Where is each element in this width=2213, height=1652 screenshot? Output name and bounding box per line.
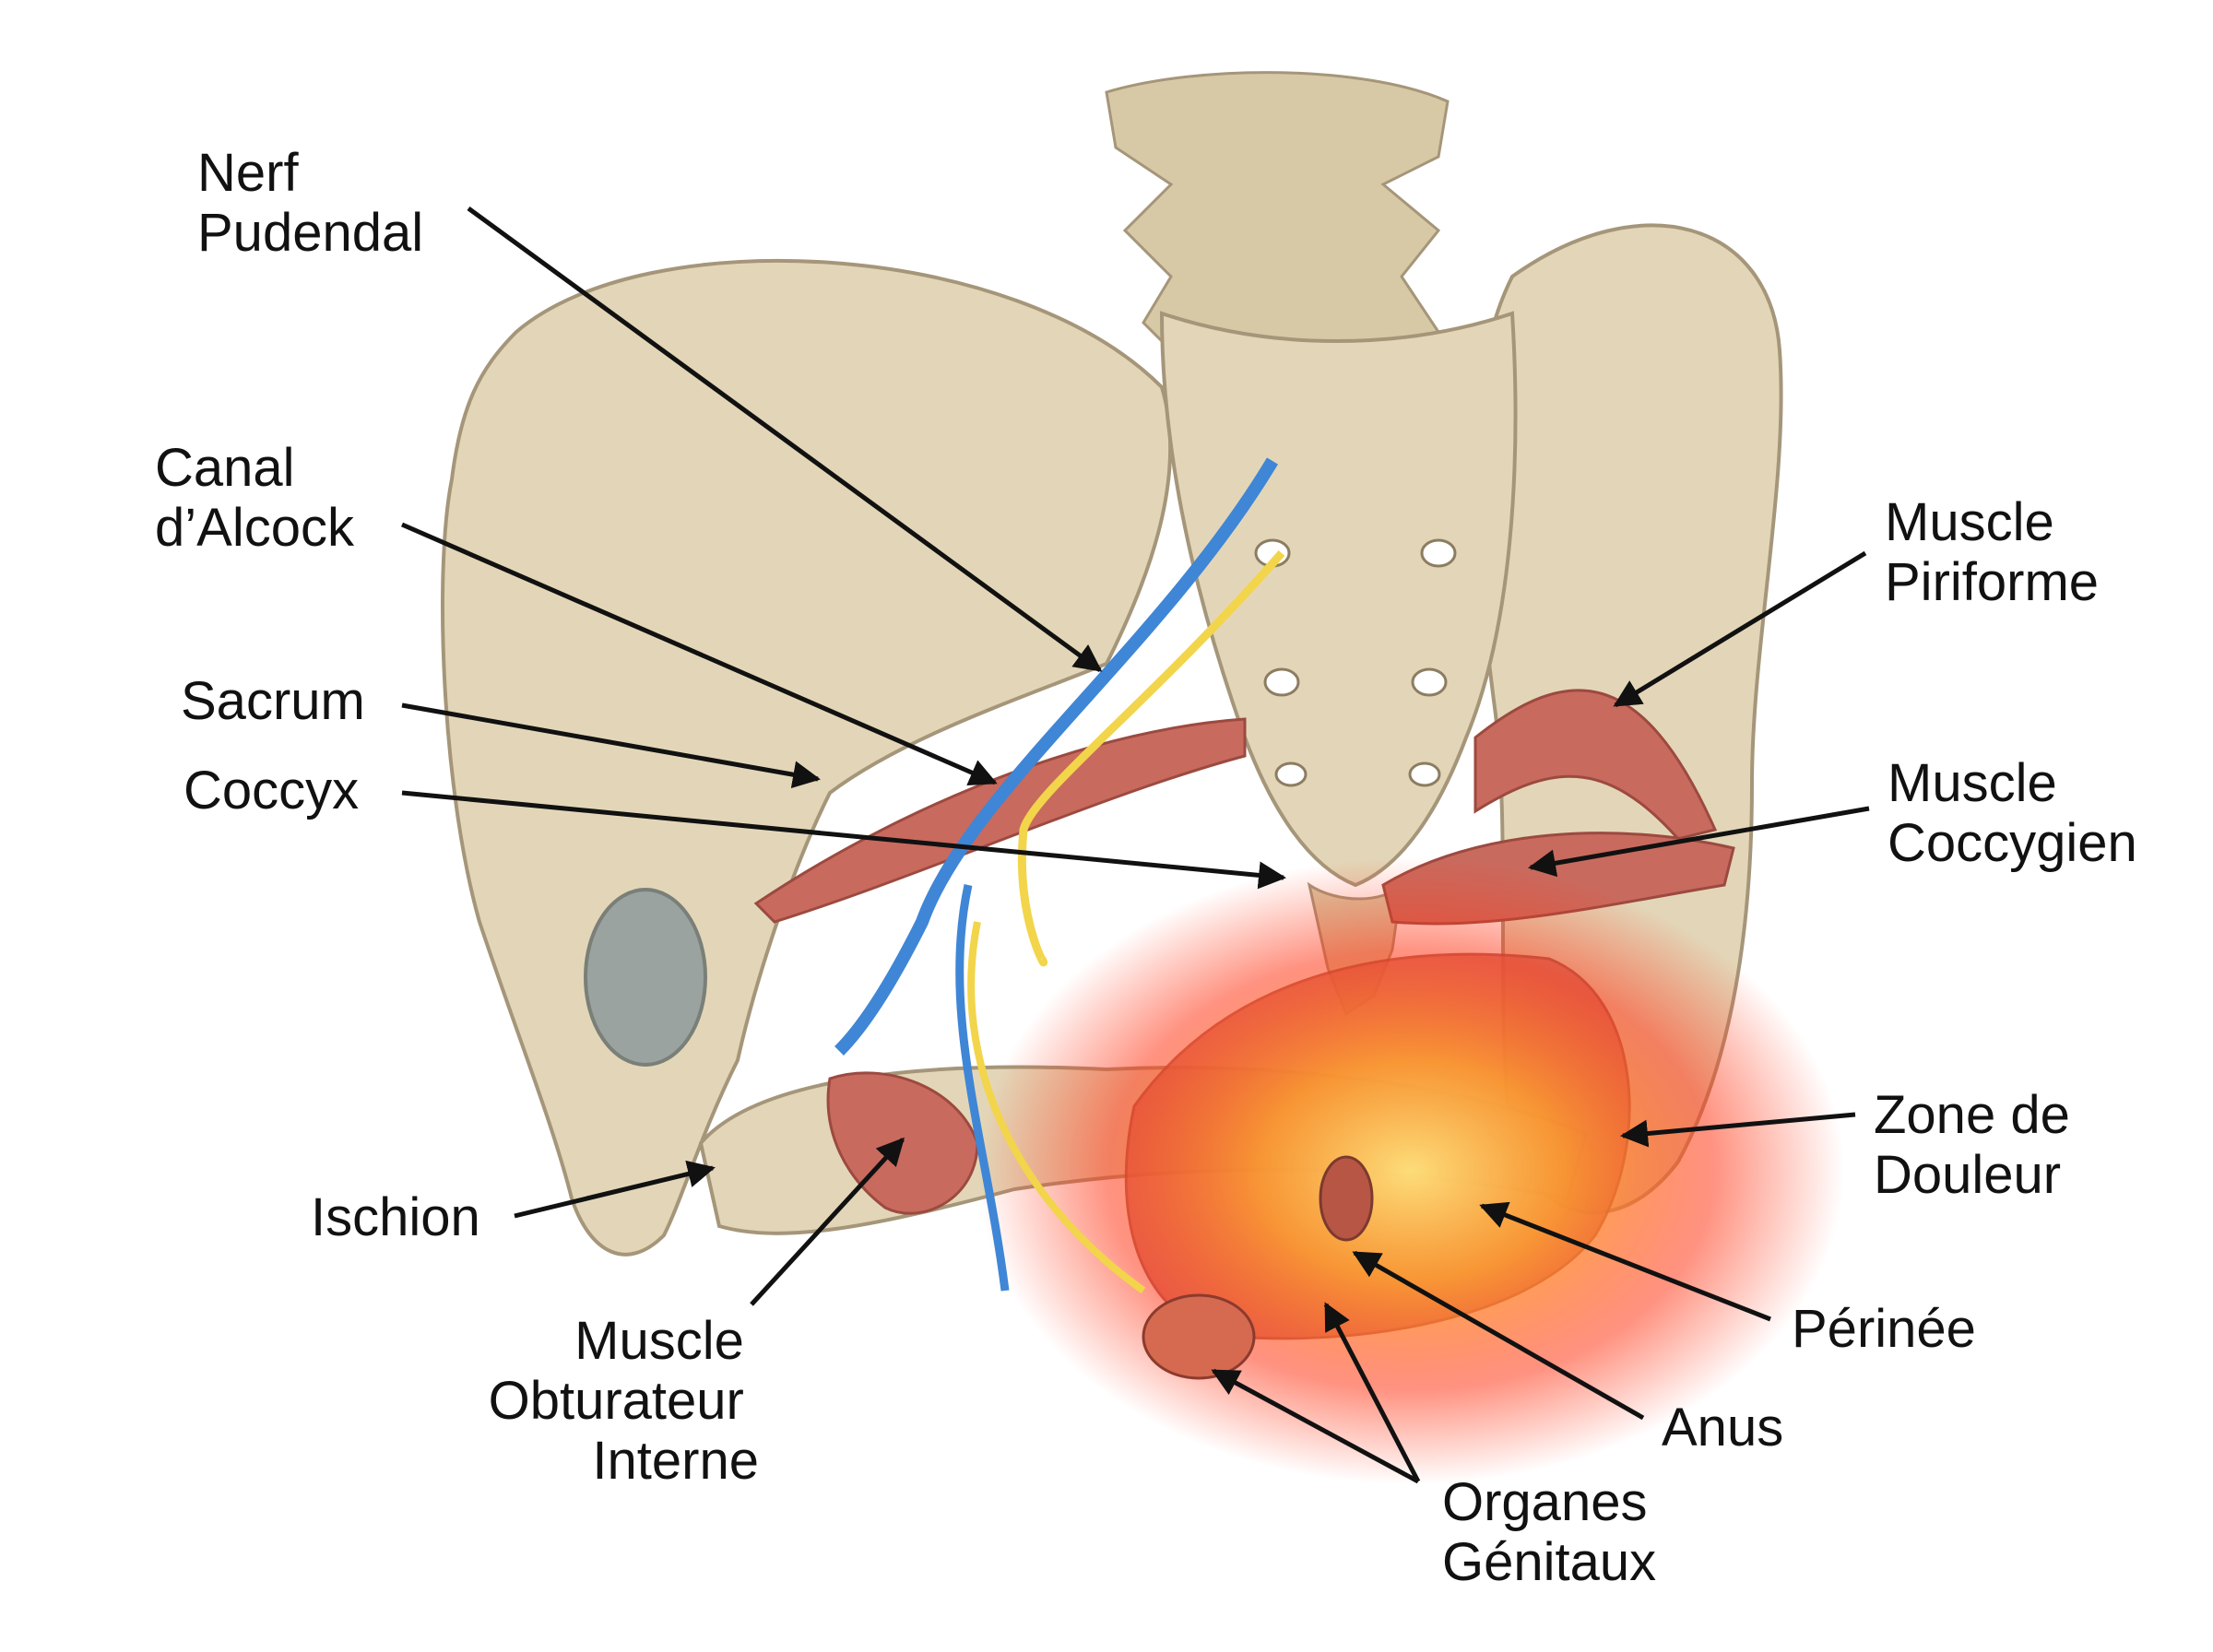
- pudendal-nerve-blue: [834, 457, 1279, 1056]
- label-anus: Anus: [1662, 1398, 1783, 1457]
- label-obturateur: Muscle Obturateur Interne: [489, 1311, 759, 1491]
- labels: Nerf Pudendal Canal d’Alcock Sacrum Cocc…: [155, 143, 2137, 1592]
- pain-zone-glow: [977, 857, 1844, 1484]
- arrow-canal-alcock: [401, 522, 998, 785]
- label-coccyx: Coccyx: [183, 761, 359, 820]
- arrow-ischion: [514, 1160, 716, 1219]
- label-ischion: Ischion: [311, 1187, 480, 1247]
- arrow-perinee: [1479, 1201, 1771, 1322]
- arrow-organes-2: [1211, 1368, 1420, 1484]
- genital-organs: [1142, 1293, 1256, 1380]
- pelvis-illustration: [441, 71, 1844, 1484]
- label-piriforme: Muscle Piriforme: [1885, 492, 2099, 612]
- piriformis-muscle: [753, 717, 1247, 924]
- arrow-nerf-pudendal: [467, 206, 1103, 673]
- label-perinee: Périnée: [1792, 1299, 1976, 1359]
- sacrum-bone: [1159, 311, 1518, 888]
- label-zone-douleur: Zone de Douleur: [1874, 1085, 2085, 1205]
- label-sacrum: Sacrum: [181, 671, 365, 731]
- obturator-foramen: [584, 888, 707, 1067]
- arrow-piriforme: [1613, 550, 1867, 708]
- pudendal-nerve-yellow: [1017, 550, 1285, 967]
- label-coccygien: Muscle Coccygien: [1888, 753, 2137, 873]
- label-organes-genitaux: Organes Génitaux: [1442, 1472, 1663, 1592]
- arrow-coccygien: [1528, 806, 1870, 878]
- pudendal-nerve-blue-branch: [955, 884, 1010, 1292]
- anus: [1319, 1155, 1374, 1242]
- arrow-organes-1: [1323, 1302, 1421, 1483]
- label-arrows: [401, 206, 1870, 1484]
- lumbar-vertebrae: [1105, 71, 1450, 371]
- arrow-sacrum: [401, 702, 821, 789]
- sacral-foramina: [1254, 538, 1457, 787]
- arrow-obturateur: [750, 1137, 905, 1306]
- label-canal-alcock: Canal d’Alcock: [155, 438, 355, 558]
- pudendal-nerve-yellow-branch: [967, 921, 1146, 1294]
- arrow-coccyx: [401, 790, 1286, 890]
- arrow-anus: [1352, 1250, 1645, 1421]
- label-nerf-pudendal: Nerf Pudendal: [197, 143, 423, 263]
- piriformis-muscle-right: [1473, 689, 1718, 841]
- arrow-douleur: [1620, 1112, 1856, 1148]
